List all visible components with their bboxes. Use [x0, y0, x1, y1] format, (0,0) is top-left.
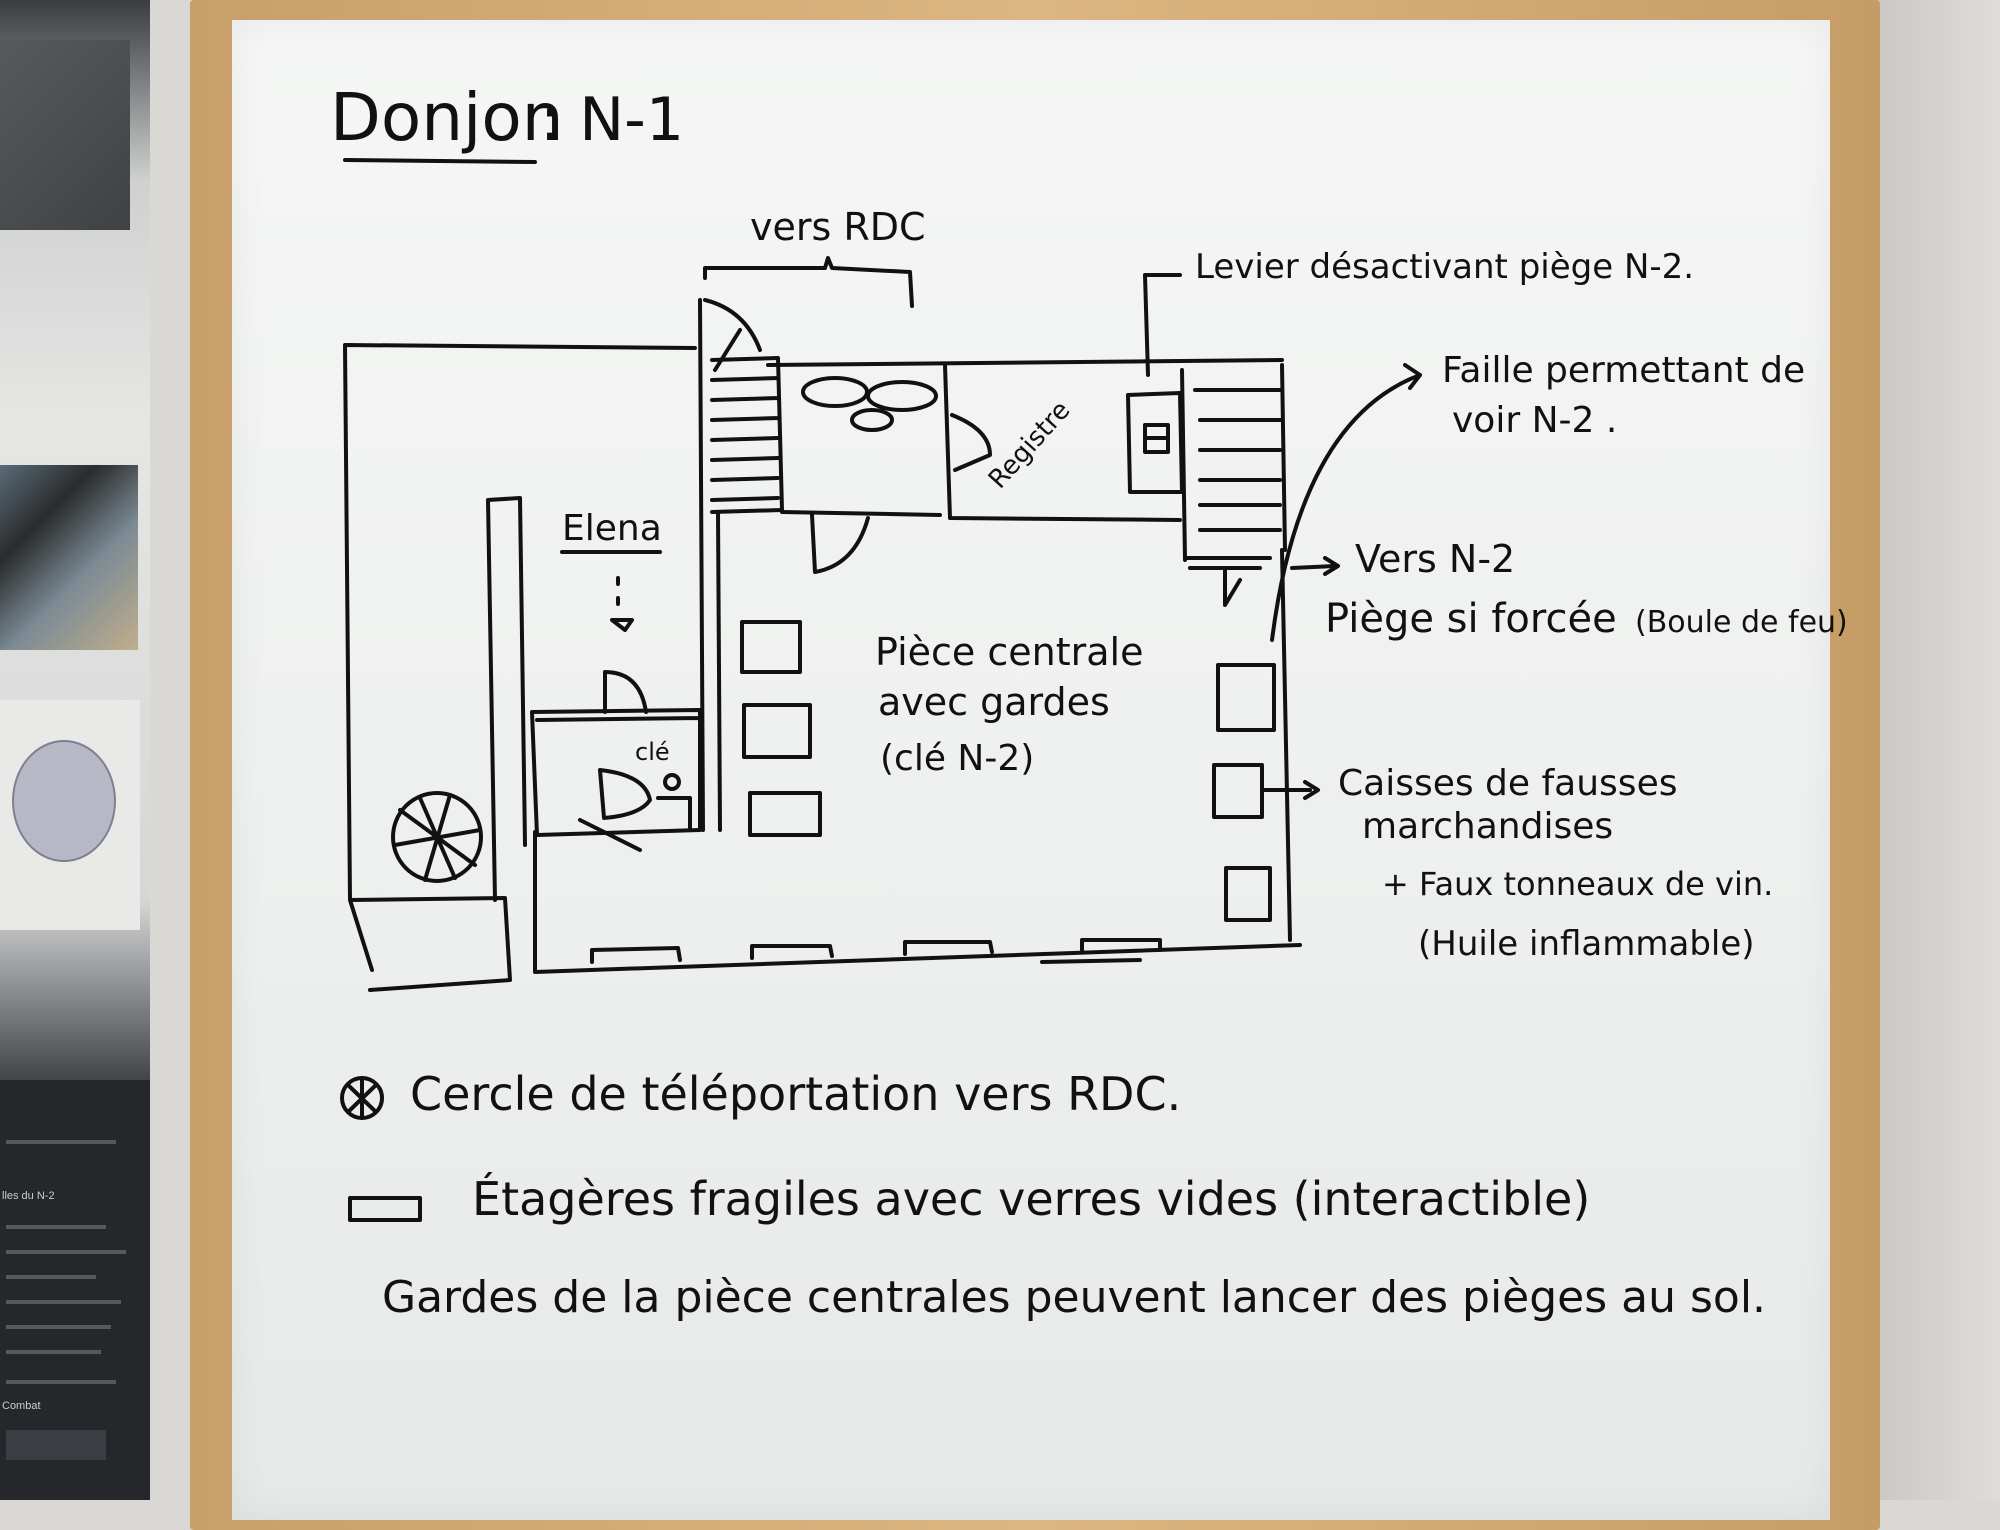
- right-wall: [1870, 0, 2000, 1500]
- registre-door: [950, 413, 992, 472]
- laptop-combat: Combat: [2, 1400, 41, 1412]
- teleport-circle-icon: [391, 791, 483, 883]
- shelf-icon: [590, 946, 682, 964]
- label-piece-2: avec gardes: [878, 680, 1110, 724]
- shelf: [0, 40, 130, 230]
- label-levier: Levier désactivant piège N-2.: [1195, 247, 1694, 287]
- label-tonneaux: + Faux tonneaux de vin.: [1382, 865, 1773, 903]
- trapped-door: [1183, 556, 1272, 607]
- shelf-icon: [1040, 938, 1162, 964]
- laptop-screen: lles du N-2 Combat: [0, 1080, 150, 1500]
- legend-gardes-text: Gardes de la pièce centrales peuvent lan…: [382, 1272, 1766, 1323]
- table-icon: [850, 408, 894, 432]
- fruit-drawing: [12, 740, 116, 862]
- stairs-door: [703, 298, 762, 372]
- crate-icon: [742, 703, 812, 759]
- shelf-icon: [903, 940, 994, 956]
- table-icon: [801, 376, 869, 408]
- label-piece-1: Pièce centrale: [875, 630, 1143, 674]
- label-cle: clé: [635, 738, 670, 766]
- label-caisses-1: Caisses de fausses: [1338, 763, 1677, 804]
- key-pedestal: [656, 796, 692, 830]
- legend-teleport-text: Cercle de téléportation vers RDC.: [410, 1067, 1181, 1121]
- crate-icon: [1212, 763, 1264, 819]
- title-underline: [343, 158, 537, 164]
- label-faille-2: voir N-2 .: [1452, 400, 1617, 441]
- title: Donjon: [330, 79, 564, 156]
- label-vers-rdc: vers RDC: [750, 205, 926, 249]
- whiteboard: [232, 20, 1830, 1520]
- label-registre: Registre: [983, 395, 1077, 494]
- label-vers-n2: Vers N-2: [1355, 537, 1515, 581]
- rdc-bracket: [703, 256, 914, 308]
- label-caisses-2: marchandises: [1362, 806, 1613, 847]
- west-wing-walls: [343, 343, 697, 992]
- central-room-walls: [533, 510, 1302, 974]
- teleport-spokes: [393, 793, 482, 882]
- label-huile: (Huile inflammable): [1418, 924, 1755, 964]
- lever-pointer: [1143, 273, 1182, 377]
- north-wall: [766, 358, 1284, 367]
- legend-etageres-text: Étagères fragiles avec verres vides (int…: [472, 1172, 1590, 1226]
- lever-box: [1126, 391, 1184, 494]
- label-piege: Piège si forcée: [1325, 596, 1617, 642]
- central-door: [810, 513, 870, 574]
- crate-icon: [1224, 866, 1272, 922]
- crate-icon: [740, 620, 802, 674]
- north-rooms-walls: [780, 363, 1182, 522]
- title-level: : N-1: [540, 85, 684, 155]
- label-faille-1: Faille permettant de: [1442, 350, 1805, 391]
- legend-teleport-spokes: [346, 1076, 378, 1120]
- corridor: [486, 496, 527, 902]
- caisses-arrow: [1260, 780, 1320, 800]
- crate-icon: [748, 791, 822, 837]
- label-piege-note: (Boule de feu): [1635, 605, 1848, 640]
- legend-shelf-icon: [348, 1196, 422, 1222]
- shelf-icon: [750, 944, 834, 960]
- lever-icon: [1143, 423, 1170, 454]
- label-piece-3: (clé N-2): [880, 738, 1034, 779]
- stairs-up-rdc: [698, 298, 784, 832]
- crate-icon: [1216, 663, 1276, 732]
- poster-image: [0, 465, 138, 650]
- key-door: [578, 768, 652, 852]
- elena-arrow: [610, 576, 634, 632]
- label-elena: Elena: [562, 508, 662, 549]
- elena-door: [603, 670, 648, 714]
- key-marker: [663, 773, 681, 791]
- stairs-down-n2: [1180, 363, 1287, 562]
- laptop-heading: lles du N-2: [2, 1190, 55, 1202]
- vers-n2-arrow: [1290, 556, 1340, 576]
- table-icon: [866, 380, 938, 412]
